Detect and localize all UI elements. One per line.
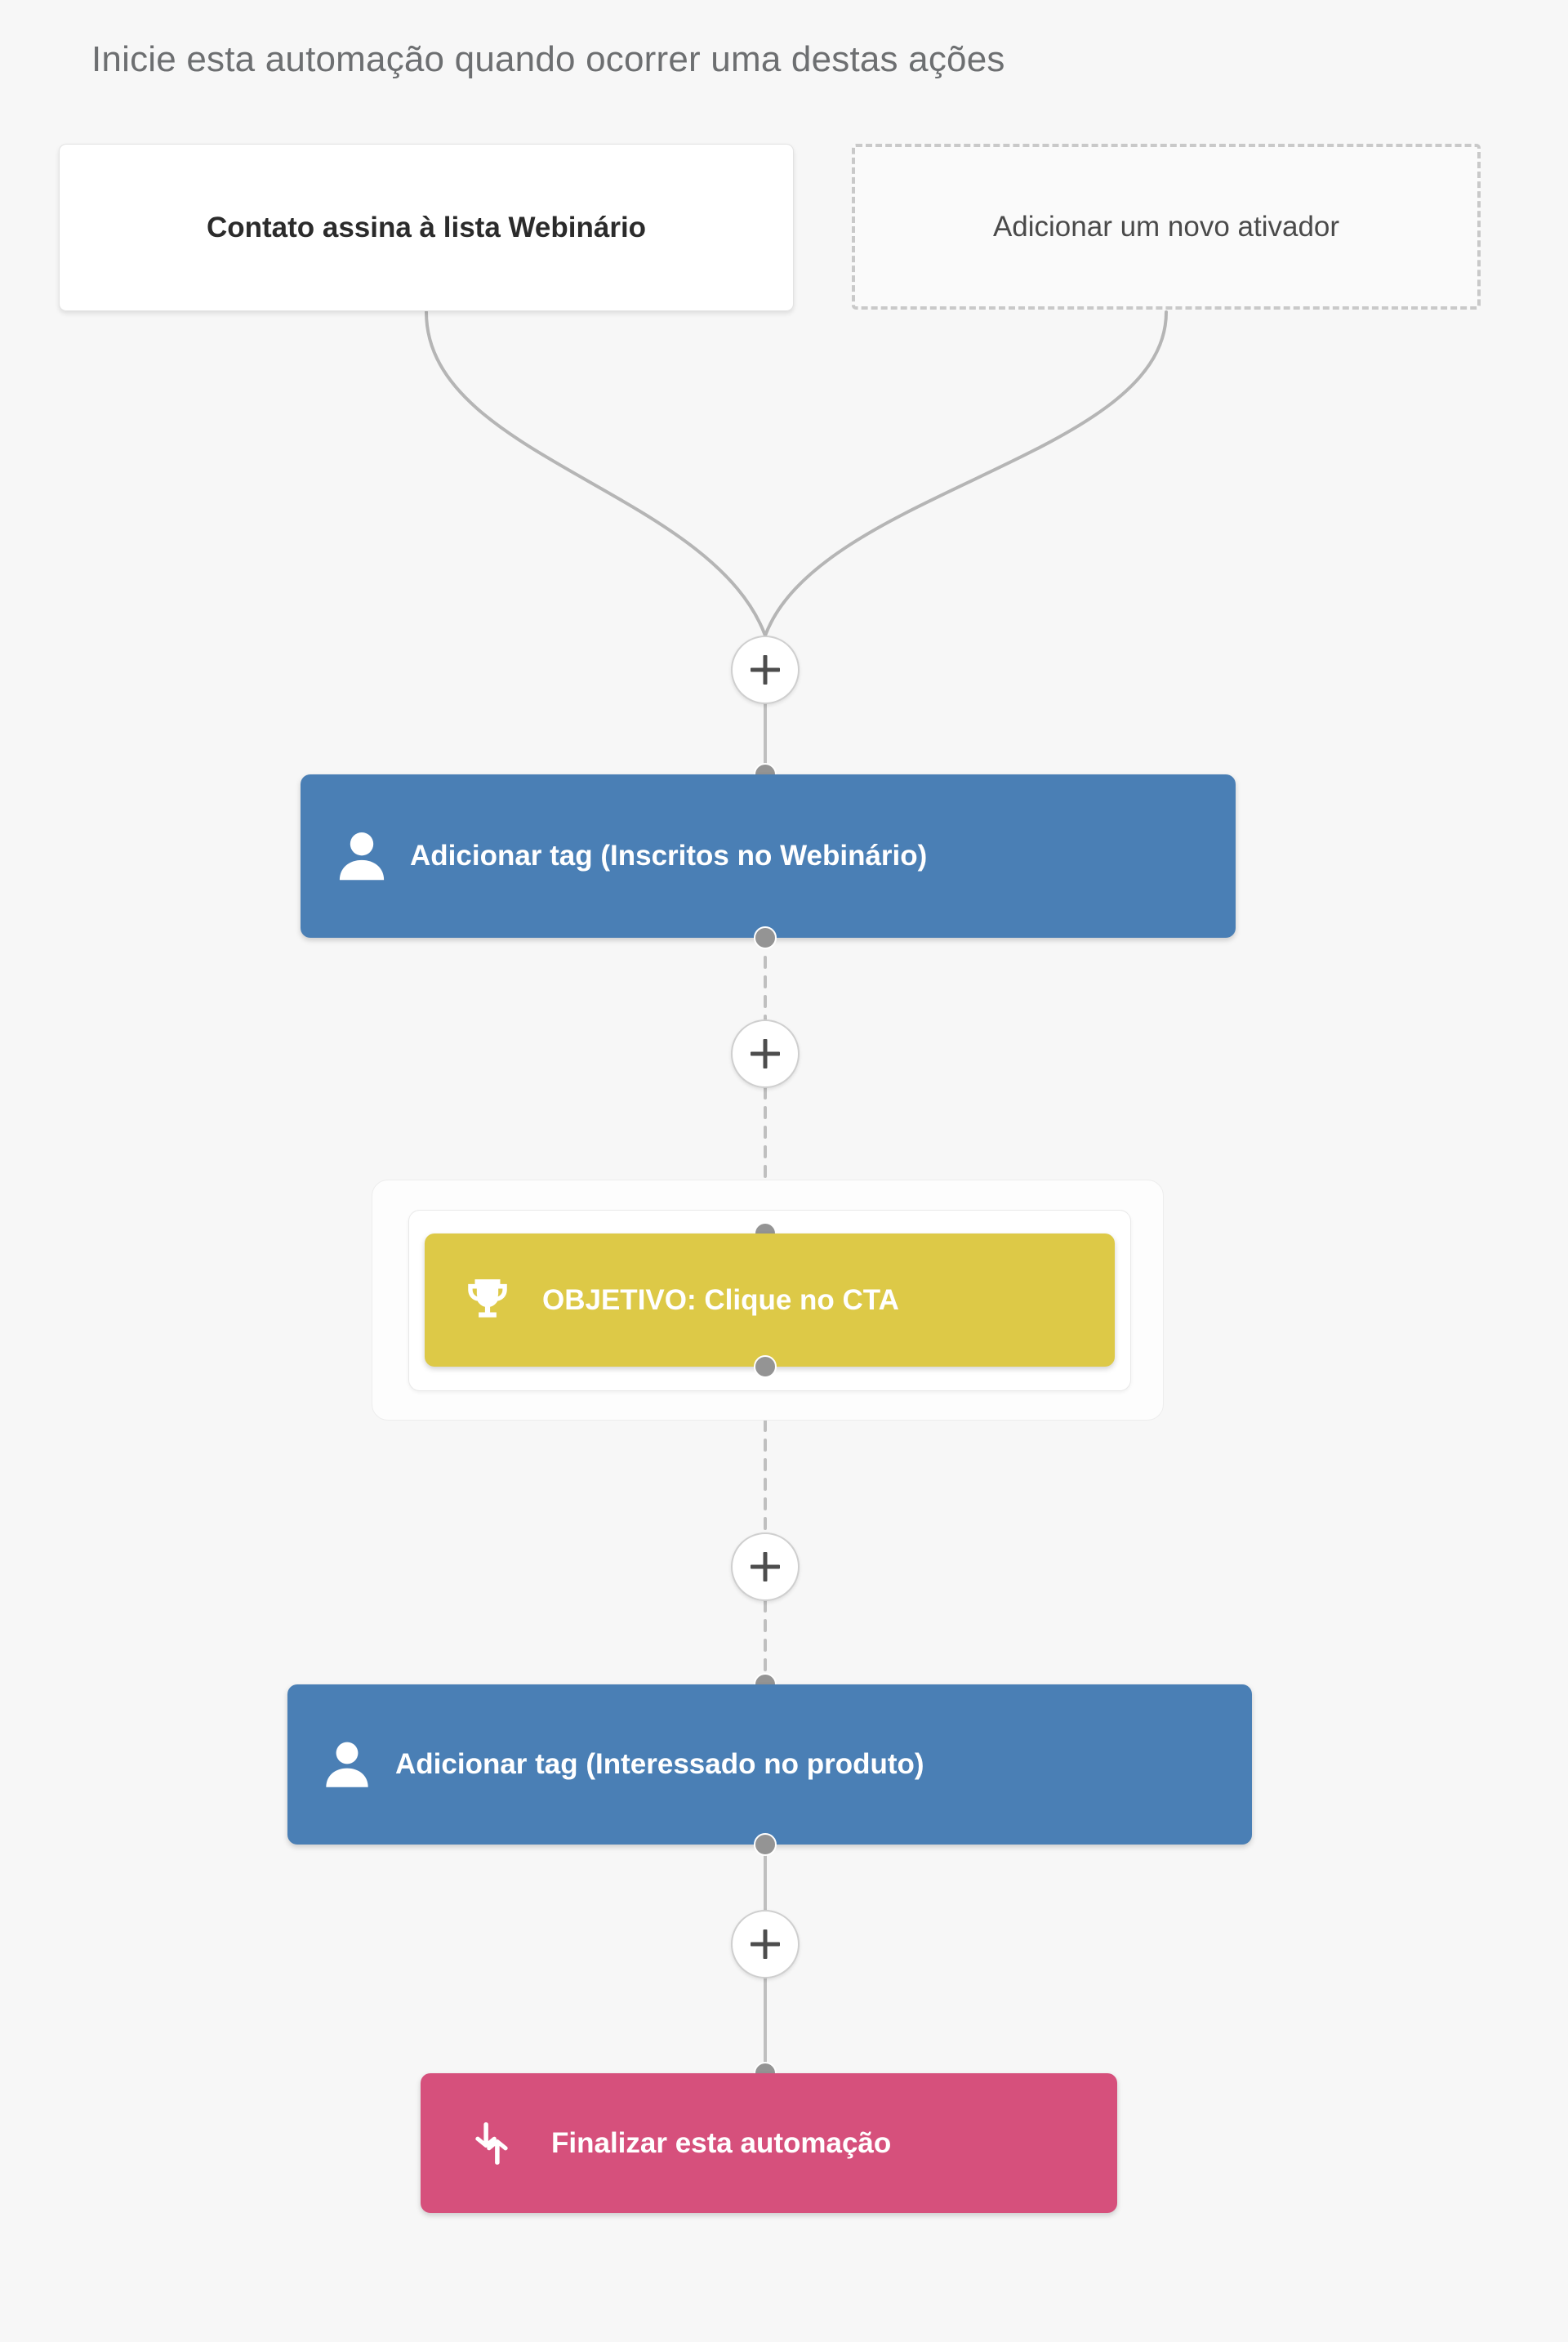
action-node-label: Adicionar tag (Inscritos no Webinário) — [410, 840, 928, 872]
trophy-icon — [462, 1275, 513, 1326]
action-node-add-tag-webinar[interactable]: Adicionar tag (Inscritos no Webinário) — [301, 774, 1236, 938]
page-title: Inicie esta automação quando ocorrer uma… — [91, 39, 1005, 79]
node-connector-dot[interactable] — [754, 1355, 777, 1378]
add-step-button-3[interactable] — [731, 1532, 800, 1601]
cycle-arrows-icon — [465, 2117, 519, 2170]
user-icon — [332, 826, 392, 886]
goal-node-click-cta[interactable]: OBJETIVO: Clique no CTA — [425, 1233, 1115, 1367]
add-trigger-button[interactable]: Adicionar um novo ativador — [852, 144, 1481, 310]
add-step-button-1[interactable] — [731, 636, 800, 704]
action-node-add-tag-product-interest[interactable]: Adicionar tag (Interessado no produto) — [287, 1684, 1252, 1845]
add-step-button-2[interactable] — [731, 1019, 800, 1088]
node-connector-dot[interactable] — [754, 1833, 777, 1856]
end-node-finish-automation[interactable]: Finalizar esta automação — [421, 2073, 1117, 2213]
trigger-node-contact-subscribes[interactable]: Contato assina à lista Webinário — [59, 144, 794, 311]
goal-node-label: OBJETIVO: Clique no CTA — [542, 1283, 899, 1316]
node-connector-dot[interactable] — [754, 926, 777, 949]
end-node-label: Finalizar esta automação — [551, 2126, 892, 2159]
add-trigger-label: Adicionar um novo ativador — [992, 210, 1340, 243]
action-node-label: Adicionar tag (Interessado no produto) — [395, 1748, 924, 1780]
trigger-label: Contato assina à lista Webinário — [206, 211, 647, 243]
user-icon — [318, 1736, 376, 1793]
add-step-button-4[interactable] — [731, 1910, 800, 1978]
